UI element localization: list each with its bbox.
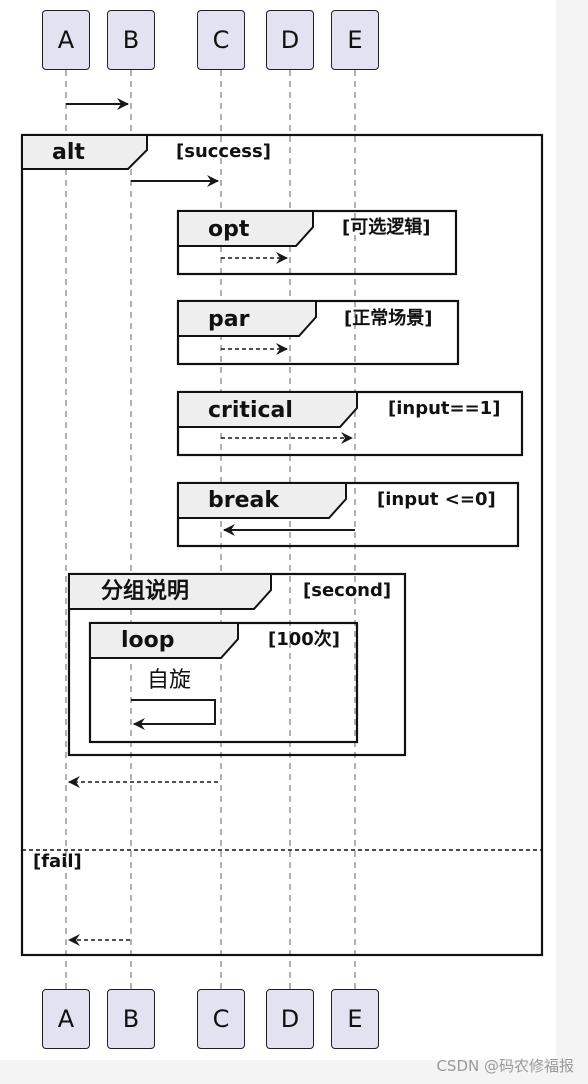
par-condition: [正常场景] [344, 308, 433, 329]
break-condition: [input <=0] [377, 489, 496, 510]
loop-tab [89, 622, 239, 659]
alt-else-condition: [fail] [33, 851, 82, 872]
opt-title: opt [208, 217, 250, 242]
participant-d-bottom: D [266, 989, 314, 1049]
participant-b-top: B [107, 10, 155, 70]
critical-tab [177, 391, 358, 428]
critical-condition: [input==1] [388, 398, 501, 419]
participant-c-bottom: C [197, 989, 245, 1049]
break-title: break [208, 488, 279, 513]
loop-condition: [100次] [268, 629, 341, 650]
sequence-diagram: A B C D E A B C D E alt [success] [fail]… [0, 0, 556, 1060]
par-title: par [208, 307, 250, 332]
loop-title: loop [121, 628, 175, 653]
loop-message-label: 自旋 [147, 668, 192, 693]
participant-a-bottom: A [42, 989, 90, 1049]
participant-e-top: E [331, 10, 379, 70]
break-tab [177, 482, 347, 519]
opt-condition: [可选逻辑] [342, 217, 431, 238]
message-loop-self [131, 699, 216, 730]
group-tab [68, 573, 272, 610]
alt-condition: [success] [176, 141, 271, 162]
watermark: CSDN @码农修福报 [436, 1057, 574, 1075]
participant-e-bottom: E [331, 989, 379, 1049]
par-tab [177, 300, 317, 337]
participant-d-top: D [266, 10, 314, 70]
participant-c-top: C [197, 10, 245, 70]
group-condition: [second] [303, 580, 392, 601]
opt-tab [177, 210, 314, 247]
participant-a-top: A [42, 10, 90, 70]
alt-title: alt [52, 140, 85, 165]
alt-tab [21, 134, 148, 170]
participant-b-bottom: B [107, 989, 155, 1049]
group-title: 分组说明 [101, 579, 190, 604]
alt-frame [20, 133, 544, 957]
diagram-graphics [20, 70, 544, 990]
critical-title: critical [208, 398, 293, 423]
